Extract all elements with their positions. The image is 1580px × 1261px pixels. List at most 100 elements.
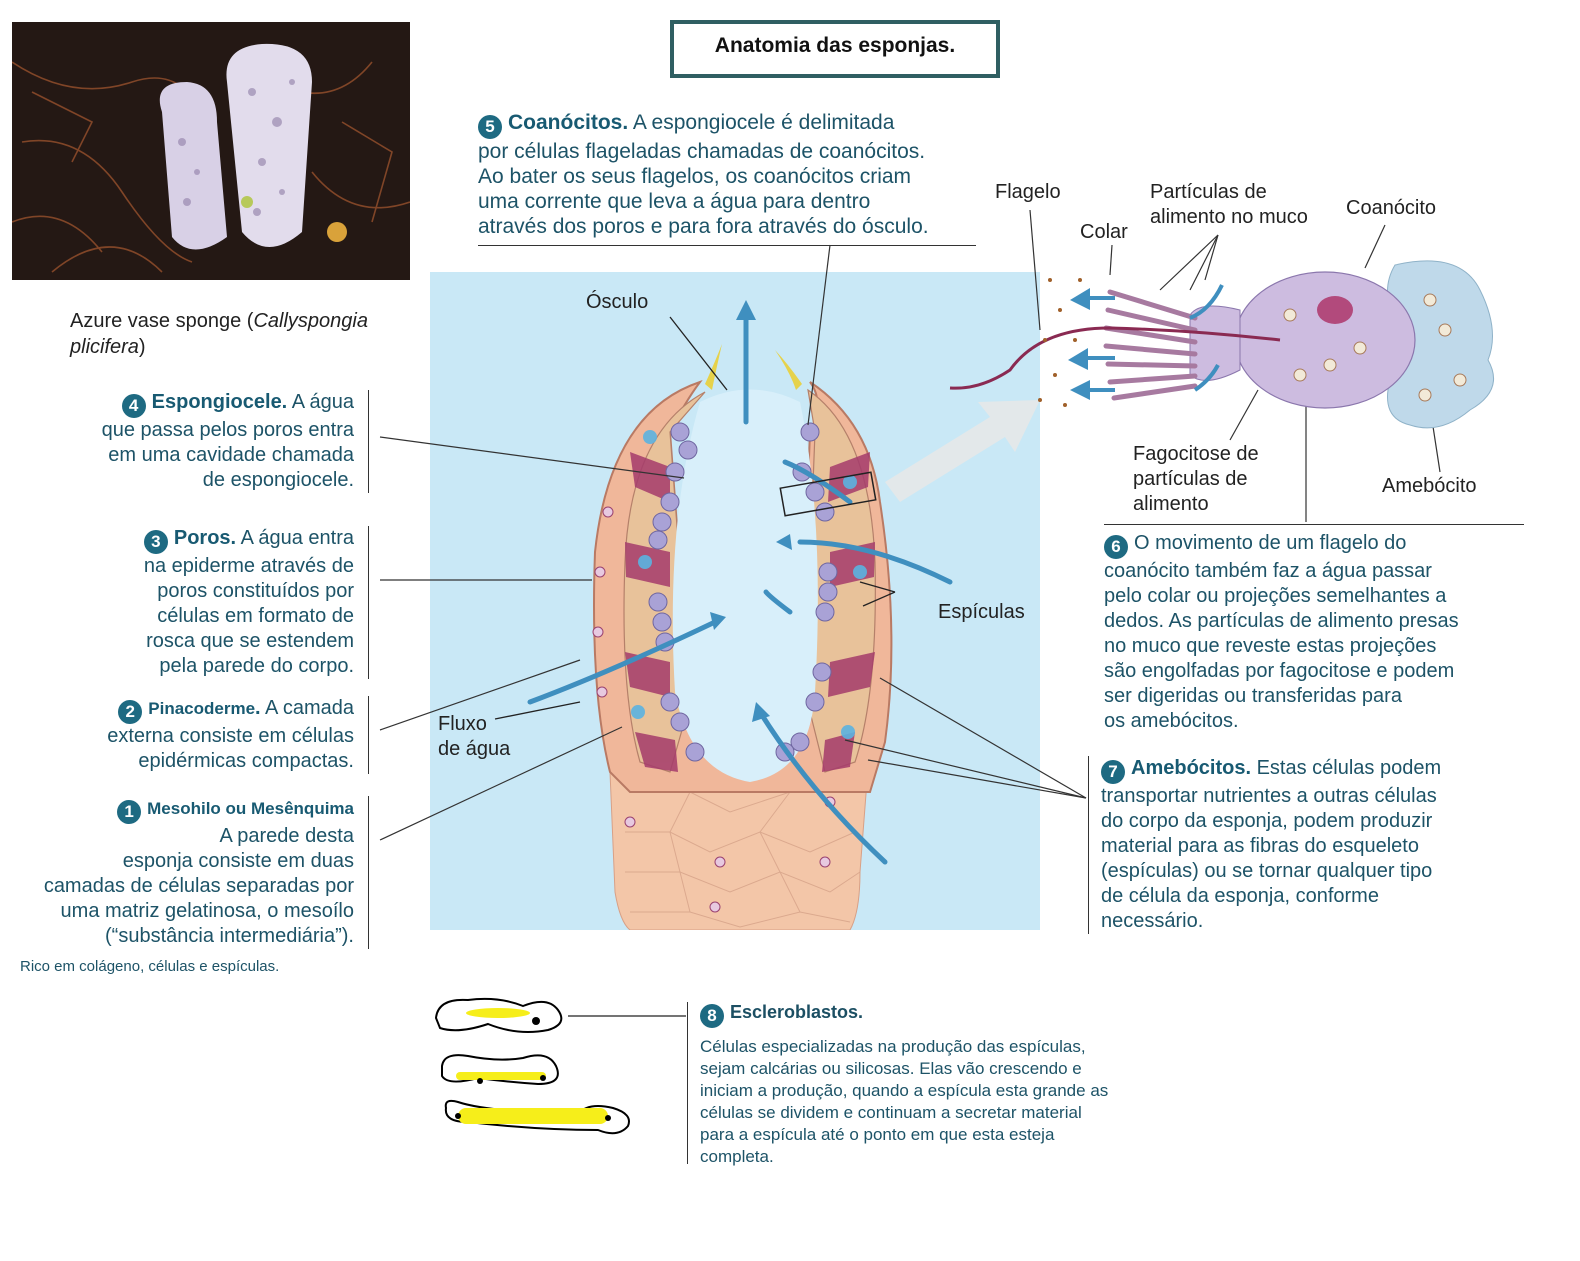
number-badge: 5 [478, 114, 502, 139]
item-line: os amebócitos. [1104, 709, 1239, 732]
spicule-2 [456, 1072, 546, 1080]
number-badge: 8 [700, 1004, 724, 1028]
item-line: poros constituídos por [157, 579, 354, 602]
spicule-1 [466, 1008, 530, 1018]
item-line: rosca que se estendem [146, 629, 354, 652]
item-line: transportar nutrientes a outras células [1101, 784, 1437, 807]
item-line: ser digeridas ou transferidas para [1104, 684, 1402, 707]
label-flagelo: Flagelo [995, 181, 1061, 203]
item-line: são engolfadas por fagocitose e podem [1104, 659, 1455, 682]
item-line: de espongiocele. [202, 468, 354, 491]
label-particulas-2: alimento no muco [1150, 206, 1308, 228]
item-line: A espongiocele é delimitada [632, 111, 895, 134]
item-heading: Poros. [173, 527, 237, 549]
item-heading: Coanócitos. [508, 111, 629, 134]
item-line: externa consiste em células [107, 724, 354, 747]
item-coanocitos: 5 Coanócitos. A espongiocele é delimitada… [478, 110, 976, 246]
item-line: Ao bater os seus flagelos, os coanócitos… [478, 164, 912, 188]
item-line: para a espícula até o ponto em que esta … [700, 1125, 1055, 1144]
item-line: iniciam a produção, quando a espícula es… [700, 1081, 1109, 1100]
label-fagocitose-1: Fagocitose de [1133, 443, 1259, 465]
item-line: coanócito também faz a água passar [1104, 559, 1432, 582]
label-osculo: Ósculo [586, 291, 649, 313]
item-line: (“substância intermediária”). [105, 924, 354, 947]
item-line: células em formato de [157, 604, 354, 627]
label-coanocito: Coanócito [1346, 197, 1437, 219]
number-badge: 3 [143, 529, 168, 554]
item-mesohilo: 1 Mesohilo ou Mesênquima A parede desta e… [10, 796, 369, 949]
item-line: A camada [265, 697, 354, 719]
item-line: A parede desta [219, 824, 354, 847]
sponge-body-diagram: Ósculo Fluxo de água Espículas [430, 272, 1040, 931]
item-line: no muco que reveste estas projeções [1104, 634, 1437, 657]
flagelo-icon [949, 326, 1281, 390]
coanocito-cell [1234, 271, 1416, 409]
label-fluxo: Fluxo [438, 713, 487, 735]
number-badge: 6 [1104, 534, 1128, 559]
item-line: através dos poros e para fora através do… [478, 214, 929, 238]
mesohilo-extra: Rico em colágeno, células e espículas. [20, 958, 280, 975]
item-line: células se dividem e continuam a secreta… [700, 1103, 1082, 1122]
label-amebocito: Amebócito [1382, 475, 1477, 497]
spicule-3 [458, 1108, 608, 1124]
item-line: uma matriz gelatinosa, o mesoílo [60, 899, 354, 922]
item-line: de célula da esponja, conforme [1101, 884, 1379, 907]
item-line: epidérmicas compactas. [138, 749, 354, 772]
item-line: uma corrente que leva a água para dentro [478, 189, 871, 213]
title-box: Anatomia das esponjas. [670, 20, 1000, 78]
choanocyte-detail [949, 260, 1495, 429]
sponge-photo [12, 22, 410, 280]
label-espiculas: Espículas [938, 601, 1025, 623]
escleroblast-sketches [434, 997, 686, 1135]
item-line: pelo colar ou projeções semelhantes a [1104, 584, 1447, 607]
photo-caption: Azure vase sponge (Callyspongia plicifer… [70, 308, 400, 360]
number-badge: 1 [117, 799, 142, 824]
item-line: pela parede do corpo. [159, 654, 354, 677]
item-line: do corpo da esponja, podem produzir [1101, 809, 1433, 832]
caption-genus: Callyspongia [253, 310, 368, 332]
item-line: A água [291, 391, 354, 413]
label-de-agua: de água [438, 738, 511, 760]
item-heading: Amebócitos. [1131, 757, 1252, 779]
sponge-photo-illustration [12, 22, 410, 280]
item-line: Estas células podem [1256, 757, 1442, 779]
number-badge: 7 [1101, 759, 1125, 784]
item-heading: Espongiocele. [151, 391, 288, 413]
caption-end: ) [138, 336, 146, 358]
nucleus-icon [1317, 296, 1353, 324]
item-line: em uma cavidade chamada [108, 443, 354, 466]
item-line: na epiderme através de [143, 554, 354, 577]
item-line: (espículas) ou se tornar qualquer tipo [1101, 859, 1433, 882]
item-line: esponja consiste em duas [122, 849, 354, 872]
item-line: Células especializadas na produção das e… [700, 1037, 1086, 1056]
item-line: por células flageladas chamadas de coanó… [478, 139, 926, 163]
caption-text: Azure vase sponge ( [70, 310, 254, 332]
number-badge: 4 [121, 393, 146, 418]
item-line: completa. [700, 1147, 774, 1166]
item-line: sejam calcárias ou silicosas. Elas vão c… [700, 1059, 1082, 1078]
label-particulas-1: Partículas de [1150, 181, 1267, 203]
item-line: que passa pelos poros entra [101, 418, 354, 441]
item-amebocitos: 7 Amebócitos. Estas células podem transpo… [1088, 756, 1521, 934]
item-line: O movimento de um flagelo do [1134, 532, 1407, 554]
item-line: material para as fibras do esqueleto [1101, 834, 1419, 857]
item-line: camadas de células separadas por [43, 874, 354, 897]
item-heading: Mesohilo ou Mesênquima [147, 799, 354, 818]
caption-species: plicifera [70, 336, 139, 358]
item-escleroblastos: 8 Escleroblastos. Células especializadas … [687, 1002, 1170, 1166]
sponge-cross-section [494, 300, 1040, 931]
item-heading: Escleroblastos. [730, 1002, 864, 1022]
item-line: dedos. As partículas de alimento presas [1104, 609, 1459, 632]
number-badge: 2 [118, 699, 143, 724]
item-heading: Pinacoderme [148, 699, 256, 718]
page-title: Anatomia das esponjas. [714, 34, 956, 57]
item-line: A água entra [240, 527, 354, 549]
label-colar: Colar [1080, 221, 1128, 243]
label-fagocitose-3: alimento [1133, 493, 1209, 515]
item-line: necessário. [1101, 909, 1204, 932]
label-fagocitose-2: partículas de [1133, 468, 1248, 490]
item-flagelo-movimento: 6 O movimento de um flagelo do coanócito … [1104, 524, 1524, 734]
